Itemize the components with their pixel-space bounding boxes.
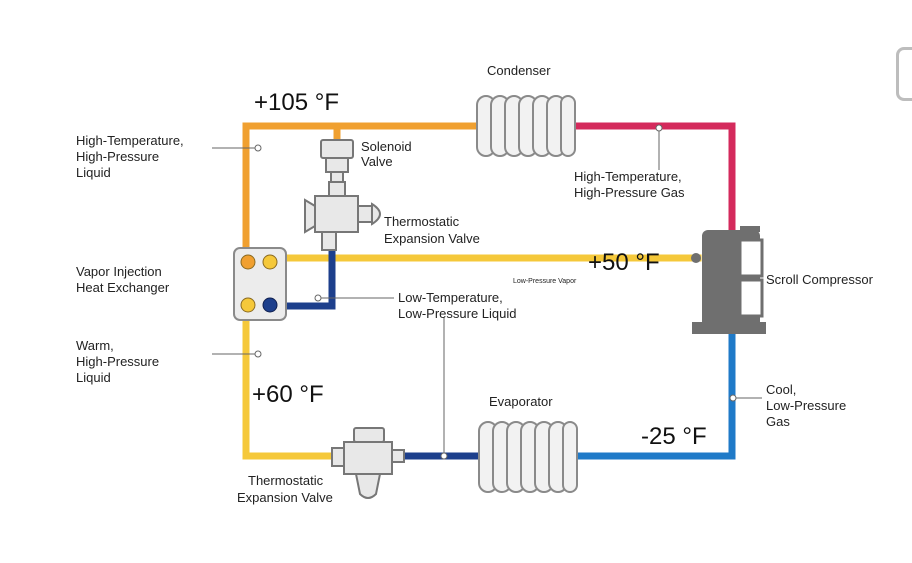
label-solenoid-line2: Valve bbox=[361, 154, 393, 169]
label-tev-top-line2: Expansion Valve bbox=[384, 231, 480, 246]
label-tev-bottom-line1: Thermostatic bbox=[248, 473, 324, 488]
label-ht-hp-liquid-line1: High-Temperature, bbox=[76, 133, 184, 148]
label-warm-hp-liquid-line3: Liquid bbox=[76, 370, 111, 385]
label-low-pressure-vapor: Low-Pressure Vapor bbox=[513, 278, 577, 285]
label-cool-lp-gas-line1: Cool, bbox=[766, 382, 796, 397]
label-condenser: Condenser bbox=[487, 63, 551, 78]
label-lt-lp-liquid-line2: Low-Pressure Liquid bbox=[398, 306, 517, 321]
label-tev-top-line1: Thermostatic bbox=[384, 214, 460, 229]
leader-dot-lt-lp-liquid-bottom bbox=[440, 452, 448, 460]
label-ht-hp-gas-line1: High-Temperature, bbox=[574, 169, 682, 184]
temp-top: +105 °F bbox=[254, 89, 339, 116]
label-heat-exchanger-line1: Vapor Injection bbox=[76, 264, 162, 279]
leader-dot-cool-lp-gas bbox=[729, 394, 737, 402]
temp-lower-right: -25 °F bbox=[641, 423, 707, 450]
label-evaporator: Evaporator bbox=[489, 394, 553, 409]
label-ht-hp-liquid-line3: Liquid bbox=[76, 165, 111, 180]
label-solenoid-line1: Solenoid bbox=[361, 139, 412, 154]
evaporator-coil bbox=[478, 421, 578, 493]
temp-lower-left: +60 °F bbox=[252, 381, 324, 408]
corner-tab bbox=[896, 47, 912, 101]
temp-middle: +50 °F bbox=[588, 249, 660, 276]
pipe-cool-gas bbox=[562, 332, 736, 460]
pipe-hot-liquid bbox=[242, 122, 489, 254]
thermostatic-valve-top bbox=[304, 181, 381, 251]
label-cool-lp-gas-line3: Gas bbox=[766, 414, 790, 429]
label-cool-lp-gas-line2: Low-Pressure bbox=[766, 398, 846, 413]
label-scroll-compressor: Scroll Compressor bbox=[766, 272, 874, 287]
solenoid-valve bbox=[320, 139, 354, 183]
label-warm-hp-liquid-line1: Warm, bbox=[76, 338, 114, 353]
thermostatic-valve-bottom bbox=[331, 427, 405, 499]
condenser-coil bbox=[476, 95, 576, 157]
heat-exchanger bbox=[233, 247, 287, 321]
label-warm-hp-liquid-line2: High-Pressure bbox=[76, 354, 159, 369]
leader-dot-warm-hp-liquid bbox=[254, 350, 262, 358]
pipe-warm-liquid bbox=[242, 314, 344, 460]
label-ht-hp-liquid-line2: High-Pressure bbox=[76, 149, 159, 164]
label-heat-exchanger-line2: Heat Exchanger bbox=[76, 280, 170, 295]
label-tev-bottom-line2: Expansion Valve bbox=[237, 490, 333, 505]
leader-dot-ht-hp-liquid bbox=[254, 144, 262, 152]
leader-dot-ht-hp-gas bbox=[655, 124, 663, 132]
label-ht-hp-gas-line2: High-Pressure Gas bbox=[574, 185, 685, 200]
label-lt-lp-liquid-line1: Low-Temperature, bbox=[398, 290, 503, 305]
pipe-hot-gas bbox=[562, 122, 736, 236]
leader-dot-lt-lp-liquid bbox=[314, 294, 322, 302]
scroll-compressor bbox=[691, 226, 766, 334]
